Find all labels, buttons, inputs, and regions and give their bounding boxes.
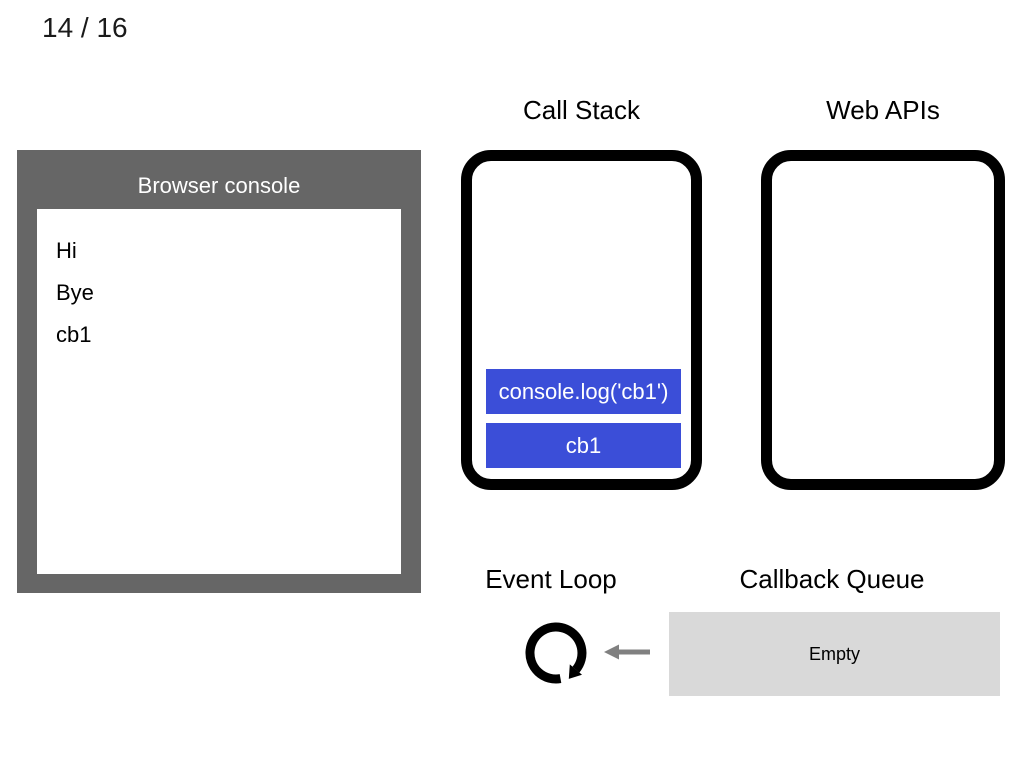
browser-console-panel: Browser console Hi Bye cb1 bbox=[17, 150, 421, 593]
console-log-line: Bye bbox=[56, 280, 94, 305]
event-loop-title: Event Loop bbox=[485, 564, 617, 594]
web-apis-title: Web APIs bbox=[826, 95, 940, 125]
browser-console-output: Hi Bye cb1 bbox=[37, 209, 401, 574]
callback-queue-title: Callback Queue bbox=[739, 564, 925, 594]
callback-queue-status: Empty bbox=[808, 644, 860, 664]
console-log-line: cb1 bbox=[56, 322, 92, 347]
event-loop-icon bbox=[525, 622, 587, 684]
console-log-line: Hi bbox=[56, 238, 77, 263]
stack-frame: cb1 bbox=[486, 423, 681, 468]
stack-frame: console.log('cb1') bbox=[486, 369, 681, 414]
call-stack-title: Call Stack bbox=[522, 95, 641, 125]
browser-console-title: Browser console bbox=[137, 173, 301, 198]
slide-counter: 14 / 16 bbox=[42, 12, 128, 43]
callback-queue-box: Empty bbox=[669, 612, 1000, 696]
queue-to-loop-arrow-icon bbox=[604, 644, 650, 660]
web-apis-box bbox=[761, 150, 1005, 490]
call-stack-box: console.log('cb1') cb1 bbox=[461, 150, 702, 490]
